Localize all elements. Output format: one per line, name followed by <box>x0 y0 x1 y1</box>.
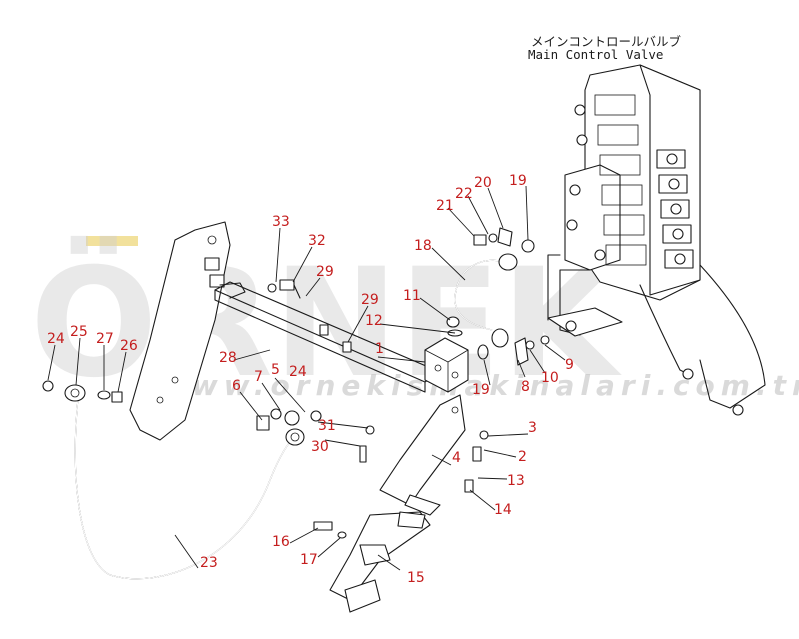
small-parts <box>42 227 550 539</box>
callout-7: 7 <box>254 369 263 385</box>
callout-19-lower: 19 <box>472 382 490 398</box>
title-english: Main Control Valve <box>528 47 663 62</box>
title-japanese: メインコントロールバルブ <box>531 34 682 49</box>
callout-13: 13 <box>507 473 525 489</box>
callouts: 1 2 3 4 5 6 7 8 9 10 11 12 13 14 15 16 1… <box>47 173 574 586</box>
callout-31: 31 <box>318 418 336 434</box>
hose-18 <box>454 253 518 348</box>
callout-5: 5 <box>271 362 280 378</box>
block-1 <box>424 337 469 393</box>
callout-25: 25 <box>70 324 88 340</box>
callout-22: 22 <box>455 186 473 202</box>
callout-1: 1 <box>375 341 384 357</box>
callout-23: 23 <box>200 555 218 571</box>
callout-29-upper: 29 <box>316 264 334 280</box>
callout-14: 14 <box>494 502 512 518</box>
callout-6: 6 <box>232 378 241 394</box>
leader-lines <box>47 185 566 571</box>
callout-17: 17 <box>300 552 318 568</box>
callout-33: 33 <box>272 214 290 230</box>
callout-12: 12 <box>365 313 383 329</box>
callout-26: 26 <box>120 338 138 354</box>
callout-11: 11 <box>403 288 421 304</box>
callout-16: 16 <box>272 534 290 550</box>
callout-10: 10 <box>541 370 559 386</box>
callout-2: 2 <box>518 449 527 465</box>
callout-30: 30 <box>311 439 329 455</box>
callout-19-upper: 19 <box>509 173 527 189</box>
hose-23 <box>64 384 305 580</box>
callout-24-right: 24 <box>289 364 307 380</box>
callout-18: 18 <box>414 238 432 254</box>
callout-21: 21 <box>436 198 454 214</box>
callout-27: 27 <box>96 331 114 347</box>
callout-28: 28 <box>219 350 237 366</box>
callout-29-lower: 29 <box>361 292 379 308</box>
callout-32: 32 <box>308 233 326 249</box>
bracket-plate <box>129 221 231 441</box>
bracket-4 <box>379 394 466 516</box>
callout-24-left: 24 <box>47 331 65 347</box>
callout-9: 9 <box>565 357 574 373</box>
bracket-15 <box>329 511 431 613</box>
callout-20: 20 <box>474 175 492 191</box>
callout-15: 15 <box>407 570 425 586</box>
callout-3: 3 <box>528 420 537 436</box>
main-control-valve <box>547 64 766 416</box>
callout-4: 4 <box>452 450 461 466</box>
callout-8: 8 <box>521 379 530 395</box>
